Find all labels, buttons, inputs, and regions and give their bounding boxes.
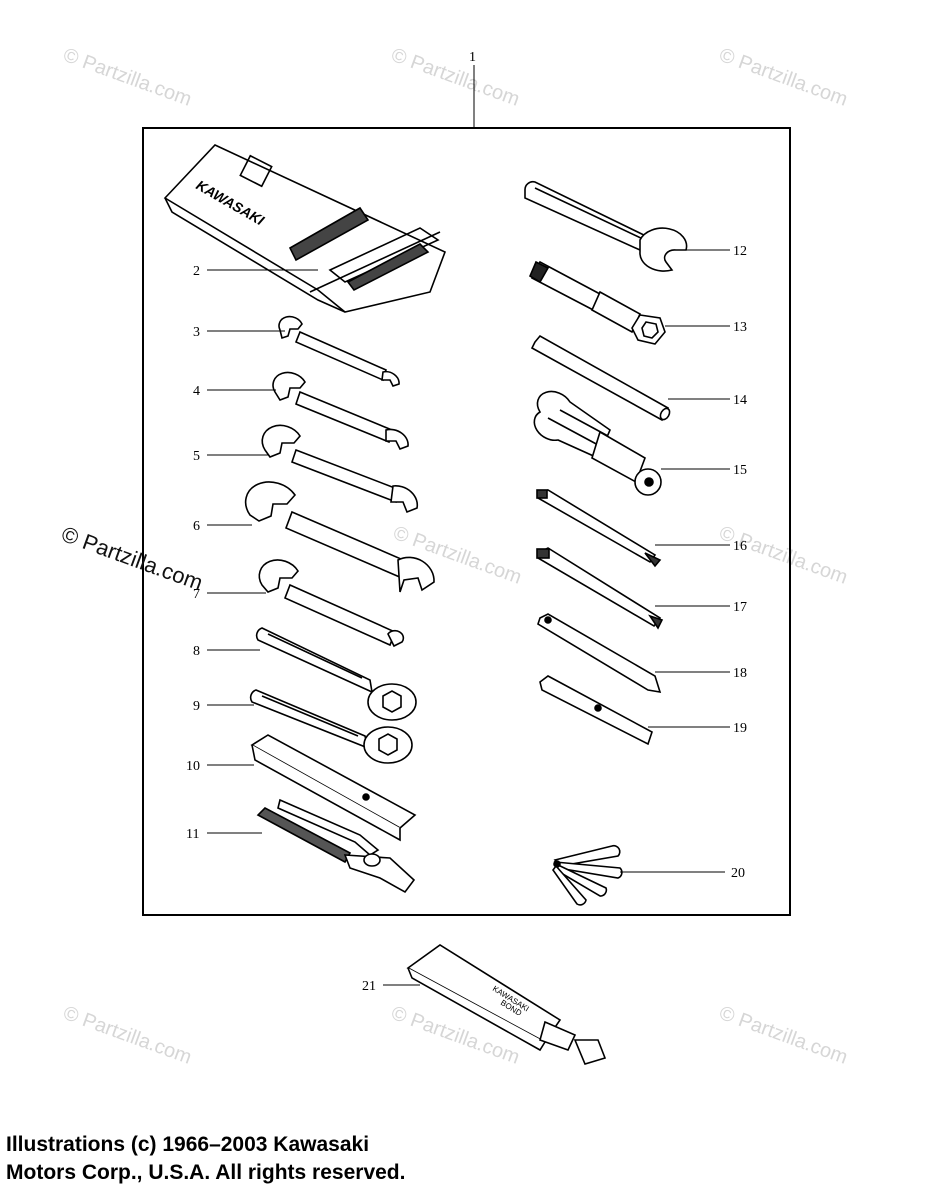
screwdriver-bit-phillips xyxy=(536,489,662,568)
watermark: © Partzilla.com xyxy=(60,1002,194,1069)
tool-pouch: KAWASAKI xyxy=(163,144,447,313)
watermark: © Partzilla.com xyxy=(716,44,850,111)
callout-9: 9 xyxy=(193,699,200,714)
copyright-line-1: Illustrations (c) 1966–2003 Kawasaki xyxy=(6,1133,370,1156)
callout-4: 4 xyxy=(193,384,200,399)
screwdriver-flat xyxy=(537,613,662,694)
open-end-wrench-long xyxy=(258,559,405,648)
callout-1: 1 xyxy=(469,50,476,65)
box-wrench xyxy=(255,627,417,721)
open-end-wrench-small xyxy=(278,315,400,387)
callout-2: 2 xyxy=(193,264,200,279)
watermark-dark: © Partzilla.com xyxy=(58,521,206,595)
plug-wrench-flat xyxy=(250,734,417,842)
parts-diagram: © Partzilla.com © Partzilla.com © Partzi… xyxy=(58,44,850,1069)
spark-plug-wrench xyxy=(528,260,666,345)
callout-12: 12 xyxy=(733,244,747,259)
callout-5: 5 xyxy=(193,449,200,464)
callout-14: 14 xyxy=(733,393,747,408)
callout-17: 17 xyxy=(733,600,747,615)
leader-lines xyxy=(207,249,730,986)
callout-7: 7 xyxy=(193,587,200,602)
flat-feeler-tool xyxy=(539,675,653,746)
open-end-wrench-medium xyxy=(272,371,409,451)
screwdriver-handle xyxy=(533,390,662,496)
open-end-wrench-large xyxy=(261,424,419,514)
hook-spanner xyxy=(524,180,688,272)
callout-11: 11 xyxy=(186,827,199,842)
callout-8: 8 xyxy=(193,644,200,659)
box-wrench-offset xyxy=(249,689,413,764)
callout-labels: 1 2 3 4 5 6 7 8 9 10 11 12 13 14 15 16 1… xyxy=(186,50,747,994)
open-end-wrench-extra-large xyxy=(244,481,435,593)
copyright-line-2: Motors Corp., U.S.A. All rights reserved… xyxy=(6,1161,406,1184)
kawasaki-bond-tube: KAWASAKI BOND xyxy=(406,944,607,1065)
callout-3: 3 xyxy=(193,325,200,340)
tommy-bar xyxy=(530,334,671,422)
callout-19: 19 xyxy=(733,721,747,736)
callout-13: 13 xyxy=(733,320,747,335)
pliers xyxy=(256,798,416,894)
callout-15: 15 xyxy=(733,463,747,478)
callout-16: 16 xyxy=(733,539,747,554)
watermark: © Partzilla.com xyxy=(716,522,850,589)
watermark: © Partzilla.com xyxy=(60,44,194,111)
callout-20: 20 xyxy=(731,866,745,881)
callout-6: 6 xyxy=(193,519,200,534)
callout-18: 18 xyxy=(733,666,747,681)
watermark: © Partzilla.com xyxy=(716,1002,850,1069)
watermark: © Partzilla.com xyxy=(388,44,522,111)
callout-10: 10 xyxy=(186,759,200,774)
feeler-gauge-set xyxy=(552,844,623,906)
copyright-notice: Illustrations (c) 1966–2003 Kawasaki Mot… xyxy=(6,1131,405,1187)
screwdriver-bit-flat xyxy=(536,547,664,630)
callout-21: 21 xyxy=(362,979,376,994)
tool-kit-frame xyxy=(142,127,791,916)
